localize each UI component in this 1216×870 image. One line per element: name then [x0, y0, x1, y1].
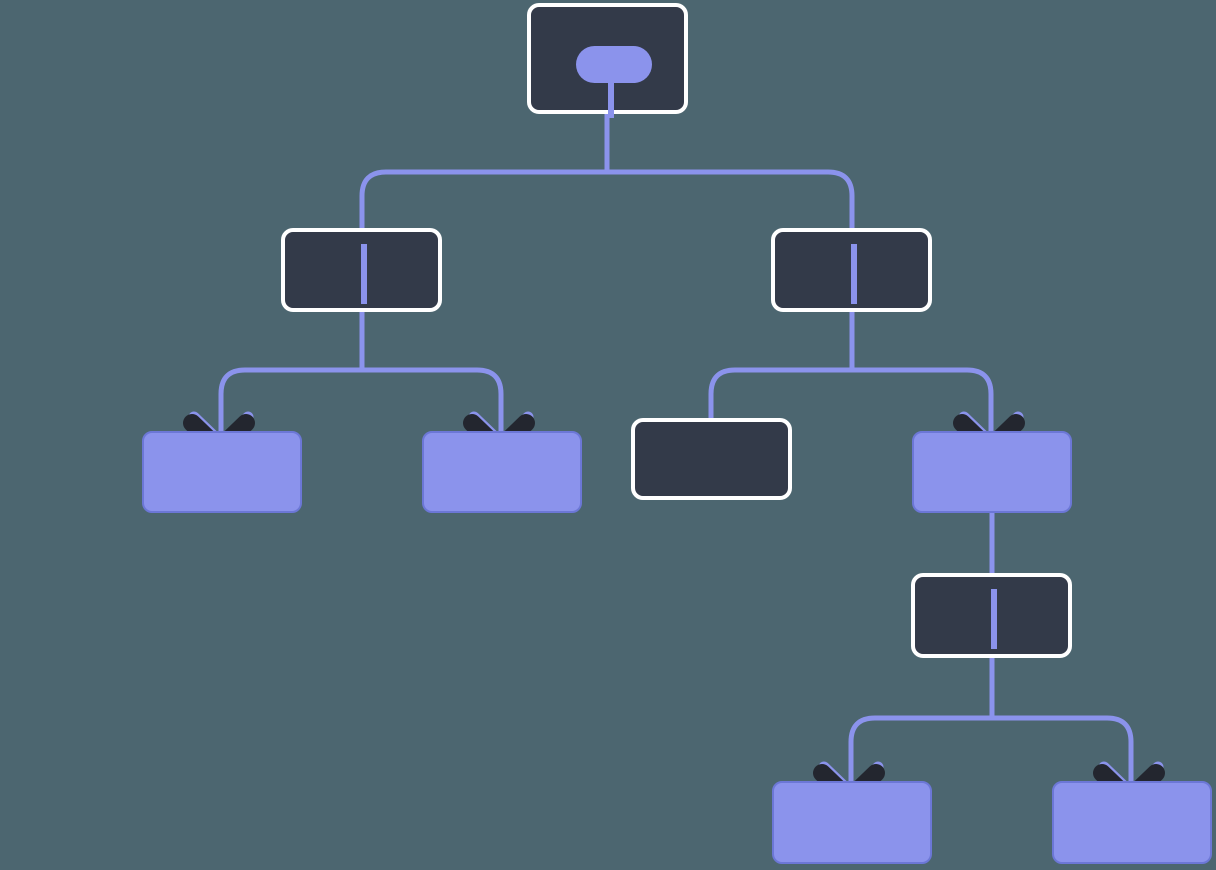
- level1-right-center-bar: [851, 244, 857, 304]
- node-level2-leaf-a[interactable]: [142, 431, 302, 513]
- node-level4-leaf-left[interactable]: [772, 781, 932, 864]
- node-level1-right[interactable]: [771, 228, 932, 312]
- edge-l1-right-to-l2-d: [852, 367, 994, 432]
- node-level1-left[interactable]: [281, 228, 442, 312]
- node-level4-leaf-right[interactable]: [1052, 781, 1212, 864]
- root-inner-stem: [608, 69, 614, 118]
- edge-l3-to-l4-left: [848, 715, 992, 782]
- edge-l3-to-l4-right: [992, 715, 1134, 782]
- node-root[interactable]: [527, 3, 688, 118]
- root-pill-shape: [576, 46, 652, 83]
- node-level2-leaf-b[interactable]: [422, 431, 582, 513]
- level3-center-bar: [991, 589, 997, 649]
- edge-l1-left-to-l2-b: [362, 367, 504, 432]
- node-level2-branch[interactable]: [912, 431, 1072, 513]
- level1-left-center-bar: [361, 244, 367, 304]
- node-level2-dark[interactable]: [631, 418, 792, 500]
- edge-l1-left-to-l2-a: [218, 367, 362, 432]
- edge-root-to-l1-right: [607, 169, 855, 228]
- node-level3-dark[interactable]: [911, 573, 1072, 658]
- edge-root-to-l1-left: [359, 169, 607, 228]
- edge-l1-right-to-l2-c: [708, 367, 852, 418]
